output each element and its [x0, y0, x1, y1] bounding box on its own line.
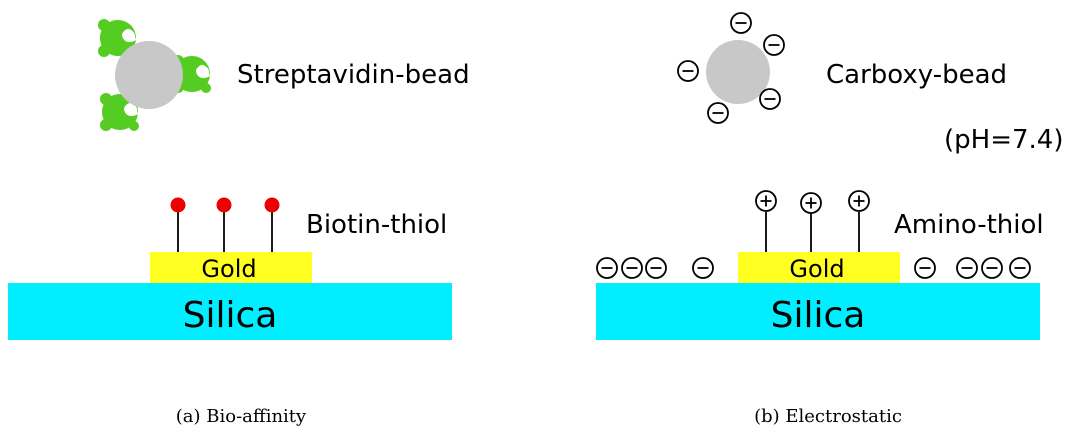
caption-b: (b) Electrostatic [754, 406, 902, 427]
streptavidin-bead-label: Streptavidin-bead [237, 60, 470, 90]
carboxy-bead-icon [677, 12, 785, 124]
amino-thiol-label: Amino-thiol [894, 210, 1044, 240]
negative-charge-icon [645, 257, 667, 279]
negative-charge-icon [677, 60, 699, 82]
negative-charge-icon [956, 257, 978, 279]
caption-a: (a) Bio-affinity [176, 406, 307, 427]
biotin-icon [264, 197, 280, 213]
negative-charge-icon [981, 257, 1003, 279]
silica-substrate [596, 283, 1040, 340]
positive-charge-icon [800, 192, 822, 214]
panel-b: Carboxy-bead (pH=7.4) Amino-thiol Gold [596, 12, 1063, 427]
silica-label: Silica [771, 295, 866, 336]
biotin-thiol-linkers [170, 197, 280, 252]
streptavidin-bead-icon [98, 19, 211, 131]
carboxy-bead-label: Carboxy-bead [826, 60, 1007, 90]
negative-charge-icon [914, 257, 936, 279]
gold-layer [738, 252, 900, 283]
silica-label: Silica [183, 295, 278, 336]
negative-charge-icon [707, 102, 729, 124]
gold-layer [150, 252, 312, 283]
gold-label: Gold [201, 255, 256, 283]
gold-label: Gold [789, 255, 844, 283]
negative-charge-icon [763, 34, 785, 56]
biotin-thiol-label: Biotin-thiol [306, 210, 447, 240]
ph-label: (pH=7.4) [944, 125, 1063, 155]
amino-thiol-linkers [755, 190, 870, 252]
silica-substrate [8, 283, 452, 340]
positive-charge-icon [848, 190, 870, 212]
negative-charge-icon [692, 257, 714, 279]
biotin-icon [170, 197, 186, 213]
bead-icon [115, 41, 183, 109]
negative-charge-icon [1009, 257, 1031, 279]
negative-charge-icon [759, 88, 781, 110]
panel-a: Streptavidin-bead Biotin-thiol Gold Sili… [8, 19, 470, 427]
negative-charge-icon [621, 257, 643, 279]
negative-charge-icon [730, 12, 752, 34]
biotin-icon [216, 197, 232, 213]
negative-charge-icon [596, 257, 618, 279]
positive-charge-icon [755, 190, 777, 212]
bead-icon [706, 40, 770, 104]
